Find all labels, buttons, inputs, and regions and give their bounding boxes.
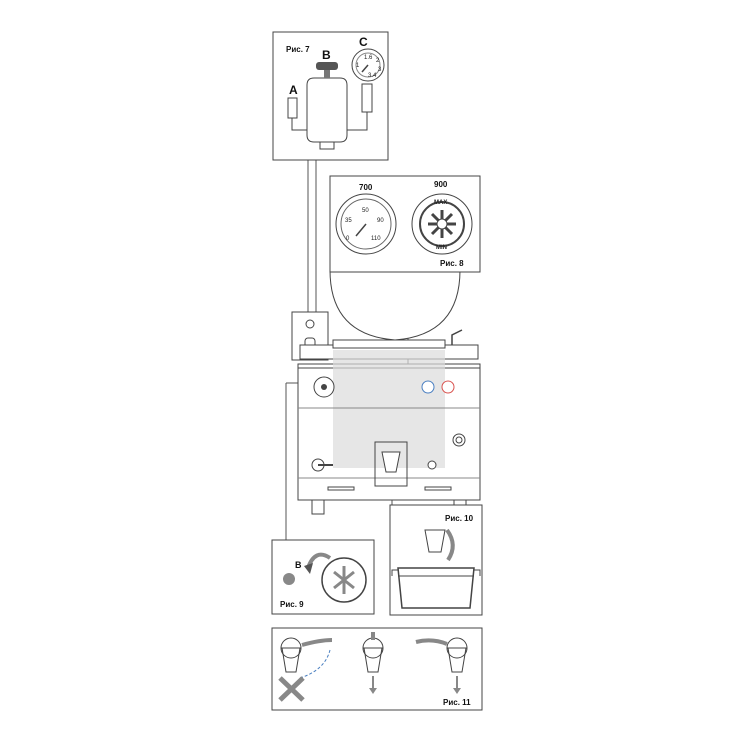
figure-7-box: Рис. 7 1.6 1 2 3 3.4 A B C xyxy=(272,31,389,161)
svg-text:MAX: MAX xyxy=(434,200,447,206)
valve-position-open xyxy=(415,637,468,694)
kettle-appliance xyxy=(291,269,481,515)
lamp-icon xyxy=(427,460,437,470)
label-c: C xyxy=(359,35,368,49)
model-900-label: 900 xyxy=(434,180,448,189)
cross-icon xyxy=(278,676,305,702)
figure-11-caption: Рис. 11 xyxy=(443,698,471,707)
svg-text:50: 50 xyxy=(362,208,369,214)
drain-valve-icon-fig10 xyxy=(424,529,446,553)
svg-text:1: 1 xyxy=(356,63,360,69)
label-b: B xyxy=(322,48,331,62)
indicator-light-icon xyxy=(283,573,295,585)
model-700-label: 700 xyxy=(359,183,373,192)
svg-text:110: 110 xyxy=(371,236,381,242)
drain-valve-icon xyxy=(381,451,401,473)
down-arrow-icon xyxy=(453,688,461,694)
svg-text:35: 35 xyxy=(345,218,352,224)
figure-9-caption: Рис. 9 xyxy=(280,600,304,609)
figure-9-box: B Рис. 9 xyxy=(271,539,375,615)
collection-pot-icon xyxy=(397,567,475,609)
figure-8-caption: Рис. 8 xyxy=(440,259,464,268)
drain-valve-frame xyxy=(374,441,408,487)
svg-text:3: 3 xyxy=(378,67,382,73)
figure-10-box: Рис. 10 xyxy=(389,504,483,616)
valve-position-wrong xyxy=(278,637,333,702)
figure-8-box: 700 900 0 35 50 90 110 MAX MIN Рис. 8 xyxy=(329,175,481,273)
hot-water-knob-icon xyxy=(441,380,455,394)
label-b-fig9: B xyxy=(295,560,302,570)
cold-water-knob-icon xyxy=(421,380,435,394)
label-a: A xyxy=(289,83,298,97)
pressure-vessel-icon xyxy=(306,77,348,143)
svg-text:MIN: MIN xyxy=(436,245,447,251)
svg-text:3.4: 3.4 xyxy=(368,73,377,79)
figure-11-box: Рис. 11 xyxy=(271,627,483,711)
safety-valve-icon xyxy=(287,97,298,119)
valve-position-vertical xyxy=(362,632,384,694)
svg-text:90: 90 xyxy=(377,218,384,224)
figure-10-caption: Рис. 10 xyxy=(445,514,474,523)
valve-cap-icon xyxy=(316,62,338,70)
down-arrow-icon xyxy=(369,688,377,694)
figure-7-caption: Рис. 7 xyxy=(286,45,310,54)
shaded-panel xyxy=(333,350,445,468)
svg-text:0: 0 xyxy=(346,236,350,242)
svg-text:2: 2 xyxy=(376,58,380,64)
svg-text:1.6: 1.6 xyxy=(364,55,373,61)
